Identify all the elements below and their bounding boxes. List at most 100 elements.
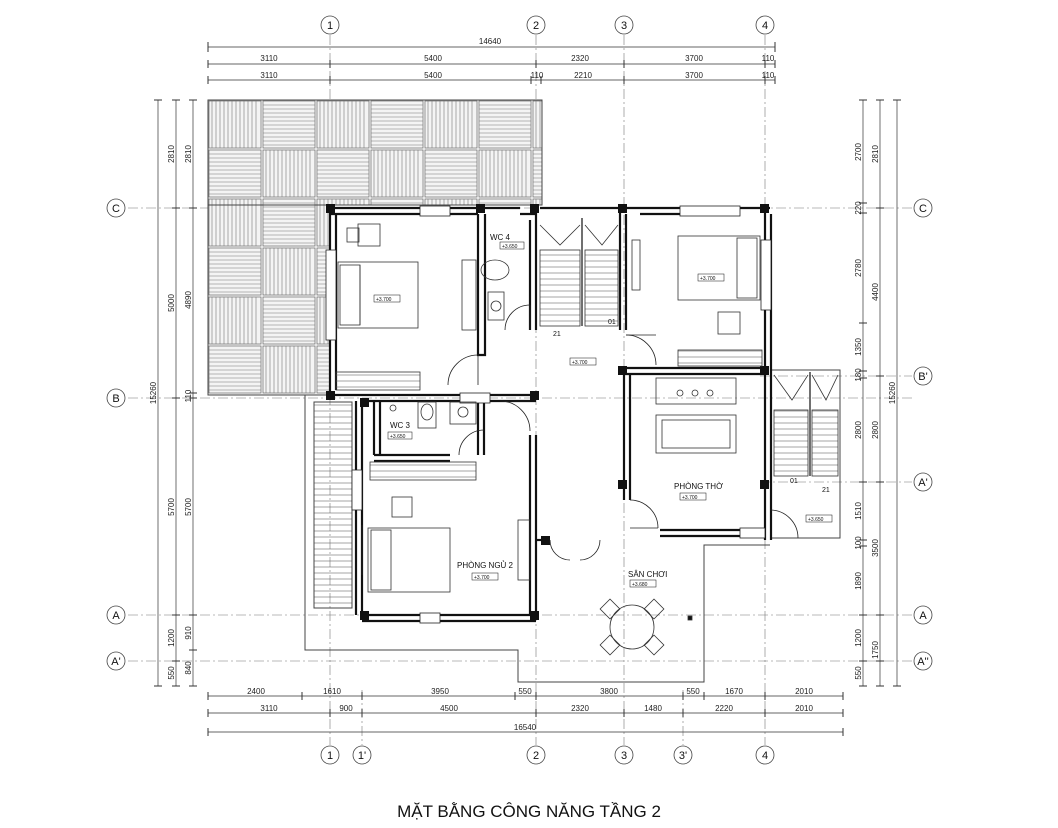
- dim-left-o-0: 2810: [167, 145, 176, 163]
- dim-bot-r1-5: 550: [686, 687, 700, 696]
- dim-top-r2-0: 3110: [260, 71, 278, 80]
- dim-top-r1-4: 110: [762, 54, 775, 63]
- axis-left-A: A: [112, 610, 120, 622]
- axis-bottom-1p: 1': [358, 750, 366, 762]
- outer-balcony-outline: [304, 369, 841, 683]
- dimension-text-right: 2700 220 2780 1350 180 2800 1510 100 189…: [854, 143, 897, 680]
- dim-bot-r1-4: 3800: [600, 687, 618, 696]
- dim-top-r1-0: 3110: [260, 54, 278, 63]
- dim-left-o-3: 1200: [167, 629, 176, 647]
- stair-main-up-label: 21: [553, 331, 561, 338]
- dim-bot-r1-3: 550: [518, 687, 532, 696]
- dimension-text-bottom: 2400 1610 3950 550 3800 550 1670 2010 31…: [247, 687, 813, 732]
- stair-side-down-label: 01: [790, 478, 798, 485]
- level-bedroom1: +3.700: [376, 297, 392, 303]
- dim-left-overall: 15260: [149, 381, 158, 404]
- stair-side-up-label: 21: [822, 487, 830, 494]
- structural-columns: [326, 204, 769, 620]
- dim-bot-r1-6: 1670: [725, 687, 743, 696]
- room-label-playground: SÂN CHƠI: [628, 570, 667, 579]
- dim-top-r2-1: 5400: [424, 71, 442, 80]
- parquet-roof-terrace: [207, 99, 543, 396]
- level-worship: +3.700: [682, 495, 698, 501]
- axis-top-1: 1: [327, 20, 333, 32]
- dim-right-o-2: 2800: [871, 421, 880, 439]
- axis-left-B: B: [112, 393, 119, 405]
- dim-bot-r2-1: 900: [339, 704, 353, 713]
- level-playground: +3.680: [632, 582, 648, 588]
- axis-bottom-2: 2: [533, 750, 539, 762]
- dim-left-i-3: 5700: [184, 498, 193, 516]
- axis-bubbles-left: [106, 198, 126, 671]
- dim-top-r2-2: 110: [531, 71, 544, 80]
- dim-right-i-4: 180: [854, 368, 863, 382]
- axis-top-4: 4: [762, 20, 768, 32]
- dim-bot-r1-2: 3950: [431, 687, 449, 696]
- axis-left-Ap: A': [111, 656, 120, 668]
- axis-left-C: C: [112, 203, 120, 215]
- axis-bottom-3: 3: [621, 750, 627, 762]
- level-terrace: +3.650: [808, 517, 824, 523]
- axis-top-2: 2: [533, 20, 539, 32]
- level-wc3: +3.650: [390, 434, 406, 440]
- room-label-worship: PHÒNG THỜ: [674, 482, 723, 491]
- dim-bot-r2-6: 2010: [795, 704, 813, 713]
- dim-bot-r1-1: 1610: [323, 687, 341, 696]
- level-hall: +3.700: [572, 360, 588, 366]
- room-label-bedroom2: PHÒNG NGỦ 2: [457, 561, 514, 570]
- dim-right-o-4: 1750: [871, 641, 880, 659]
- dim-right-i-7: 100: [854, 536, 863, 550]
- dim-top-r2-4: 3700: [685, 71, 703, 80]
- dim-bot-r1-0: 2400: [247, 687, 265, 696]
- stair-main-down-label: 01: [608, 319, 616, 326]
- dim-right-i-5: 2800: [854, 421, 863, 439]
- dim-right-i-9: 1200: [854, 629, 863, 647]
- axis-right-App: A'': [917, 656, 929, 668]
- axis-bottom-1: 1: [327, 750, 333, 762]
- dim-left-o-4: 550: [167, 666, 176, 680]
- dim-right-i-6: 1510: [854, 502, 863, 520]
- room-label-wc4: WC 4: [490, 233, 511, 242]
- dim-top-r1-1: 5400: [424, 54, 442, 63]
- dim-right-i-8: 1890: [854, 572, 863, 590]
- axis-bubbles-bottom: [320, 745, 775, 765]
- axis-bottom-4: 4: [762, 750, 768, 762]
- dim-left-o-1: 5000: [167, 294, 176, 312]
- axis-right-A: A: [919, 610, 927, 622]
- axis-right-Ap: A': [918, 477, 927, 489]
- dim-right-i-0: 2700: [854, 143, 863, 161]
- axis-bubble-labels-right: C B' A' A A'': [917, 203, 929, 668]
- axis-right-C: C: [919, 203, 927, 215]
- axis-bubbles-right: [913, 198, 933, 671]
- level-tags: [373, 241, 833, 588]
- dim-bot-r2-0: 3110: [260, 704, 278, 713]
- axis-bubbles-top: [320, 15, 775, 35]
- side-stair: 01 21: [773, 372, 839, 494]
- windows: [325, 205, 772, 624]
- room-labels: WC 4 WC 3 PHÒNG NGỦ 2 PHÒNG THỜ SÂN CHƠI: [390, 233, 723, 579]
- dim-bot-r2-4: 1480: [644, 704, 662, 713]
- dim-right-overall: 15260: [888, 381, 897, 404]
- level-bedroom2: +3.700: [474, 575, 490, 581]
- door-swings: [361, 304, 799, 575]
- dim-right-o-1: 4400: [871, 283, 880, 301]
- axis-bubble-labels-left: C B A A': [111, 203, 120, 668]
- dim-left-o-2: 5700: [167, 498, 176, 516]
- room-label-wc3: WC 3: [390, 421, 411, 430]
- dim-right-i-1: 220: [854, 201, 863, 215]
- dim-top-overall: 14640: [479, 37, 502, 46]
- dim-left-i-0: 2810: [184, 145, 193, 163]
- dim-left-i-2: 110: [184, 389, 193, 402]
- furniture: [335, 223, 763, 656]
- dim-top-r2-3: 2210: [574, 71, 592, 80]
- axis-bubble-labels-top: 1 2 3 4: [327, 20, 768, 32]
- dim-top-r1-2: 2320: [571, 54, 589, 63]
- dim-left-i-5: 840: [184, 661, 193, 675]
- dim-right-o-5: 550: [854, 666, 863, 680]
- dim-bot-r2-2: 4500: [440, 704, 458, 713]
- dim-top-r1-3: 3700: [685, 54, 703, 63]
- axis-bubble-labels-bottom: 1 1' 2 3 3' 4: [327, 750, 768, 762]
- dim-right-o-3: 3500: [871, 539, 880, 557]
- dim-top-r2-5: 110: [762, 71, 775, 80]
